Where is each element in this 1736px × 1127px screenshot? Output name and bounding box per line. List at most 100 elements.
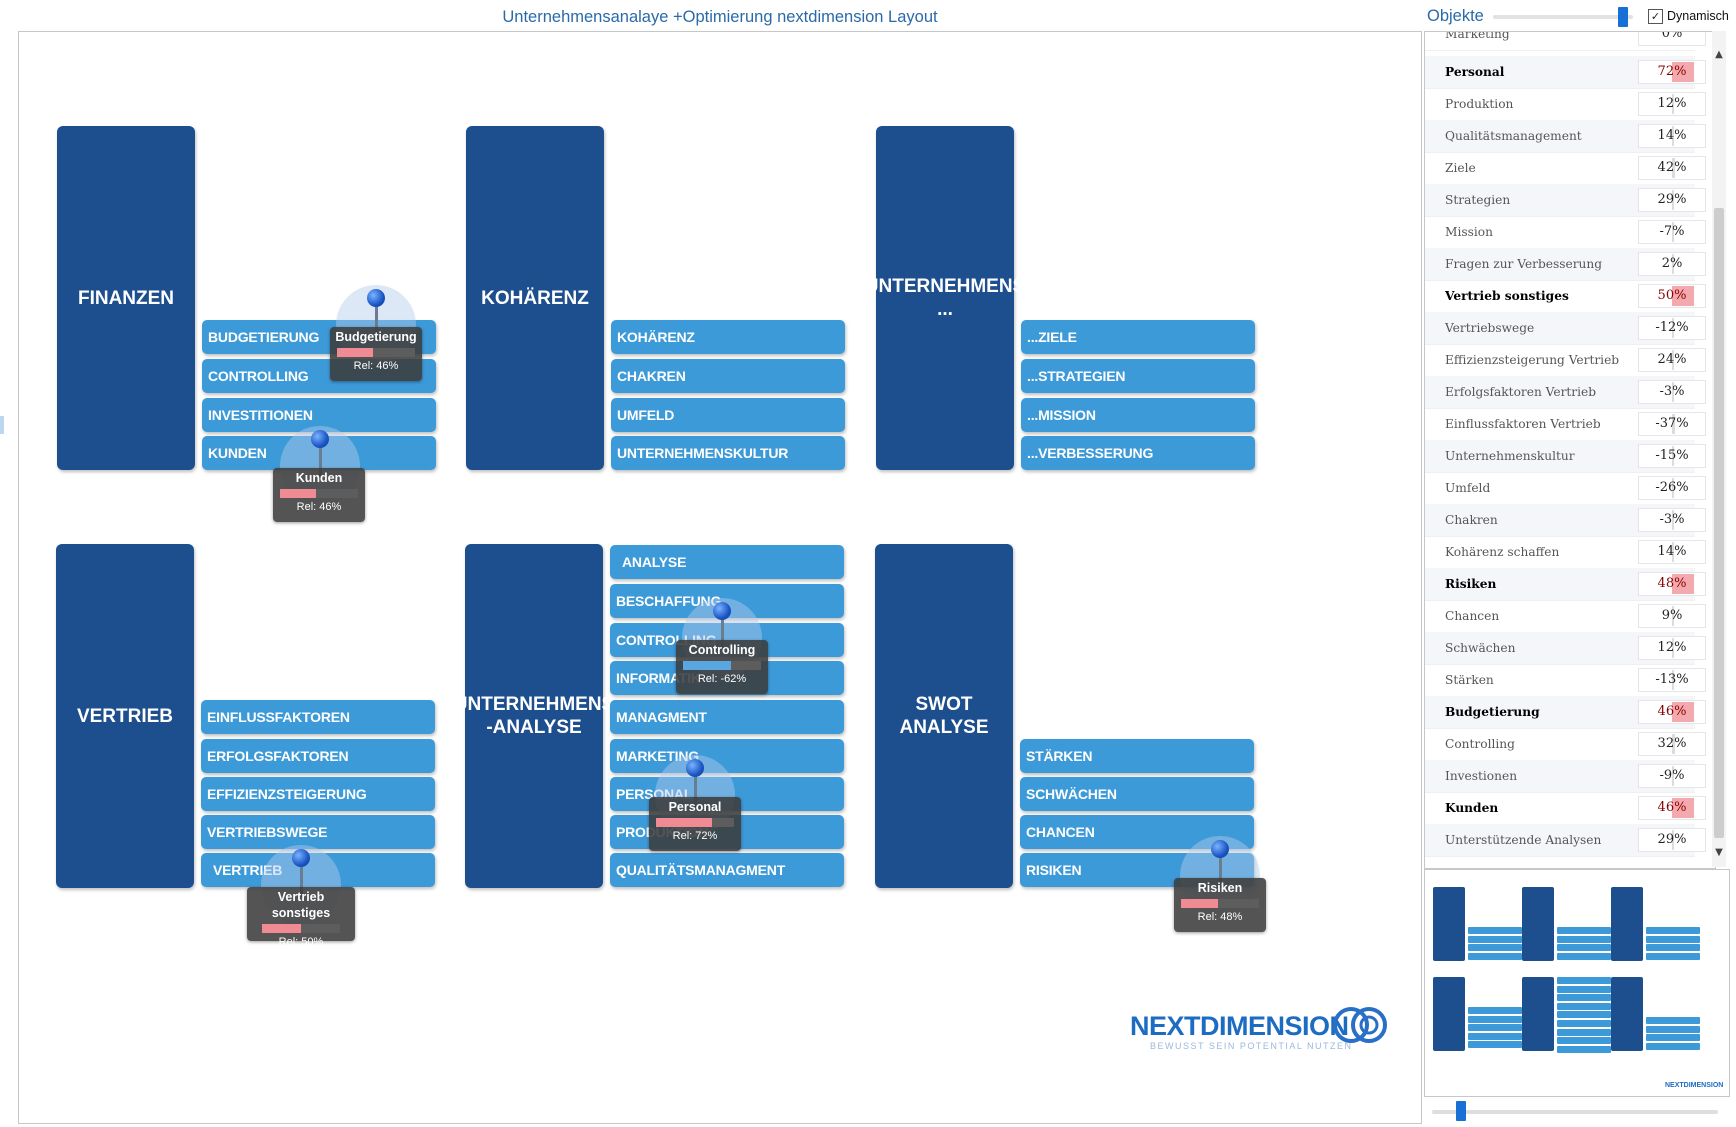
ov-pill bbox=[1468, 944, 1522, 952]
scroll-up-icon[interactable]: ▲ bbox=[1715, 49, 1723, 60]
scroll-down-icon[interactable]: ▼ bbox=[1715, 847, 1723, 858]
list-row[interactable]: Mission-7% bbox=[1425, 216, 1706, 249]
pin-controlling[interactable]: Controlling Rel: -62% bbox=[672, 598, 772, 728]
pill-verbesserung[interactable]: ...VERBESSERUNG bbox=[1021, 436, 1255, 470]
pill-analyse[interactable]: ANALYSE bbox=[610, 545, 844, 579]
list-row[interactable]: Einflussfaktoren Vertrieb-37% bbox=[1425, 408, 1706, 441]
list-scrollbar-thumb[interactable] bbox=[1714, 208, 1724, 838]
objects-slider-thumb[interactable] bbox=[1618, 7, 1628, 27]
list-row-partial[interactable]: Marketing 0% bbox=[1425, 32, 1706, 51]
pin-stick bbox=[319, 440, 322, 478]
list-row-value-box: 14% bbox=[1638, 124, 1706, 148]
pill-vertriebswege[interactable]: VERTRIEBSWEGE bbox=[201, 815, 435, 849]
pill-kohaerenz[interactable]: KOHÄRENZ bbox=[611, 320, 845, 354]
diagram-canvas[interactable]: FINANZEN BUDGETIERUNG CONTROLLING INVEST… bbox=[18, 31, 1422, 1124]
list-row-value-bar bbox=[1672, 670, 1674, 690]
pill-chakren[interactable]: CHAKREN bbox=[611, 359, 845, 393]
pill-vertrieb[interactable]: VERTRIEB bbox=[201, 853, 435, 887]
list-row[interactable]: Investionen-9% bbox=[1425, 760, 1706, 793]
ov-pill bbox=[1557, 1028, 1611, 1036]
pin-head-icon[interactable] bbox=[367, 289, 385, 307]
pill-marketing[interactable]: MARKETING bbox=[610, 739, 844, 773]
block-unternehmens[interactable]: UNTERNEHMENS ... bbox=[865, 126, 1025, 470]
list-row[interactable]: Erfolgsfaktoren Vertrieb-3% bbox=[1425, 376, 1706, 409]
pin-head-icon[interactable] bbox=[311, 430, 329, 448]
pin-budgetierung[interactable]: Budgetierung Rel: 46% bbox=[326, 285, 426, 415]
overview-minimap[interactable]: NEXTDIMENSION bbox=[1424, 869, 1730, 1097]
pin-head-icon[interactable] bbox=[292, 849, 310, 867]
ov-block bbox=[1611, 887, 1643, 961]
pill-schwaechen[interactable]: SCHWÄCHEN bbox=[1020, 777, 1254, 811]
ov-pill bbox=[1557, 935, 1611, 943]
pill-einflussfaktoren[interactable]: EINFLUSSFAKTOREN bbox=[201, 700, 435, 734]
zoom-slider-thumb[interactable] bbox=[1456, 1101, 1466, 1121]
list-row-value-bar bbox=[1672, 158, 1675, 178]
list-row-value: 42% bbox=[1657, 160, 1687, 175]
pin-bar-fill bbox=[280, 489, 316, 498]
list-row[interactable]: Stärken-13% bbox=[1425, 664, 1706, 697]
pill-staerken[interactable]: STÄRKEN bbox=[1020, 739, 1254, 773]
pin-vertrieb-sonstiges[interactable]: Vertrieb sonstiges Rel: 50% bbox=[247, 845, 355, 975]
pill-erfolgsfaktoren[interactable]: ERFOLGSFAKTOREN bbox=[201, 739, 435, 773]
block-vertrieb[interactable]: VERTRIEB bbox=[56, 544, 194, 888]
pill-unternehmenskultur[interactable]: UNTERNEHMENSKULTUR bbox=[611, 436, 845, 470]
dynamic-checkbox[interactable]: ✓ bbox=[1648, 9, 1663, 24]
list-row[interactable]: Umfeld-26% bbox=[1425, 472, 1706, 505]
list-row-label: Vertrieb sonstiges bbox=[1445, 289, 1569, 303]
pill-strategien[interactable]: ...STRATEGIEN bbox=[1021, 359, 1255, 393]
block-swot-analyse[interactable]: SWOT ANALYSE bbox=[875, 544, 1013, 888]
pin-kunden[interactable]: Kunden Rel: 46% bbox=[270, 426, 370, 556]
ov-pill bbox=[1557, 985, 1611, 993]
pin-stick bbox=[300, 859, 303, 897]
pin-head-icon[interactable] bbox=[1211, 840, 1229, 858]
pin-head-icon[interactable] bbox=[686, 759, 704, 777]
pill-effizienzsteigerung[interactable]: EFFIZIENZSTEIGERUNG bbox=[201, 777, 435, 811]
pill-investitionen[interactable]: INVESTITIONEN bbox=[202, 398, 436, 432]
pill-beschaffung[interactable]: BESCHAFFUNG bbox=[610, 584, 844, 618]
pill-umfeld[interactable]: UMFELD bbox=[611, 398, 845, 432]
pin-risiken[interactable]: Risiken Rel: 48% bbox=[1170, 836, 1270, 966]
pill-mission[interactable]: ...MISSION bbox=[1021, 398, 1255, 432]
block-unternehmens-analyse[interactable]: UNTERNEHMENS -ANALYSE bbox=[454, 544, 614, 888]
pill-ziele[interactable]: ...ZIELE bbox=[1021, 320, 1255, 354]
canvas-title: Unternehmensanalaye +Optimierung nextdim… bbox=[502, 8, 938, 26]
list-row-value-box: 2% bbox=[1638, 252, 1706, 276]
pin-head-icon[interactable] bbox=[713, 602, 731, 620]
list-row[interactable]: Vertriebswege-12% bbox=[1425, 312, 1706, 345]
list-row[interactable]: Chakren-3% bbox=[1425, 504, 1706, 537]
list-row-value: -15% bbox=[1655, 448, 1689, 463]
block-finanzen[interactable]: FINANZEN bbox=[57, 126, 195, 470]
pill-qualitaetsmanagment[interactable]: QUALITÄTSMANAGMENT bbox=[610, 853, 844, 887]
list-row-value-bar bbox=[1672, 478, 1674, 498]
logo-tagline: BEWUSST SEIN POTENTIAL NUTZEN bbox=[1150, 1041, 1353, 1051]
objects-slider[interactable] bbox=[1493, 15, 1633, 19]
zoom-slider[interactable] bbox=[1432, 1110, 1718, 1114]
list-row-value: -3% bbox=[1659, 512, 1685, 527]
list-row-value: -9% bbox=[1659, 768, 1685, 783]
block-kohaerenz[interactable]: KOHÄRENZ bbox=[466, 126, 604, 470]
list-row-value-box: 14% bbox=[1638, 540, 1706, 564]
pill-managment[interactable]: MANAGMENT bbox=[610, 700, 844, 734]
list-row[interactable]: Unternehmenskultur-15% bbox=[1425, 440, 1706, 473]
ov-block bbox=[1433, 977, 1465, 1051]
list-row-label: Mission bbox=[1445, 225, 1493, 239]
logo-rings-icon bbox=[1333, 1007, 1387, 1043]
pin-personal[interactable]: Personal Rel: 72% bbox=[645, 755, 745, 885]
